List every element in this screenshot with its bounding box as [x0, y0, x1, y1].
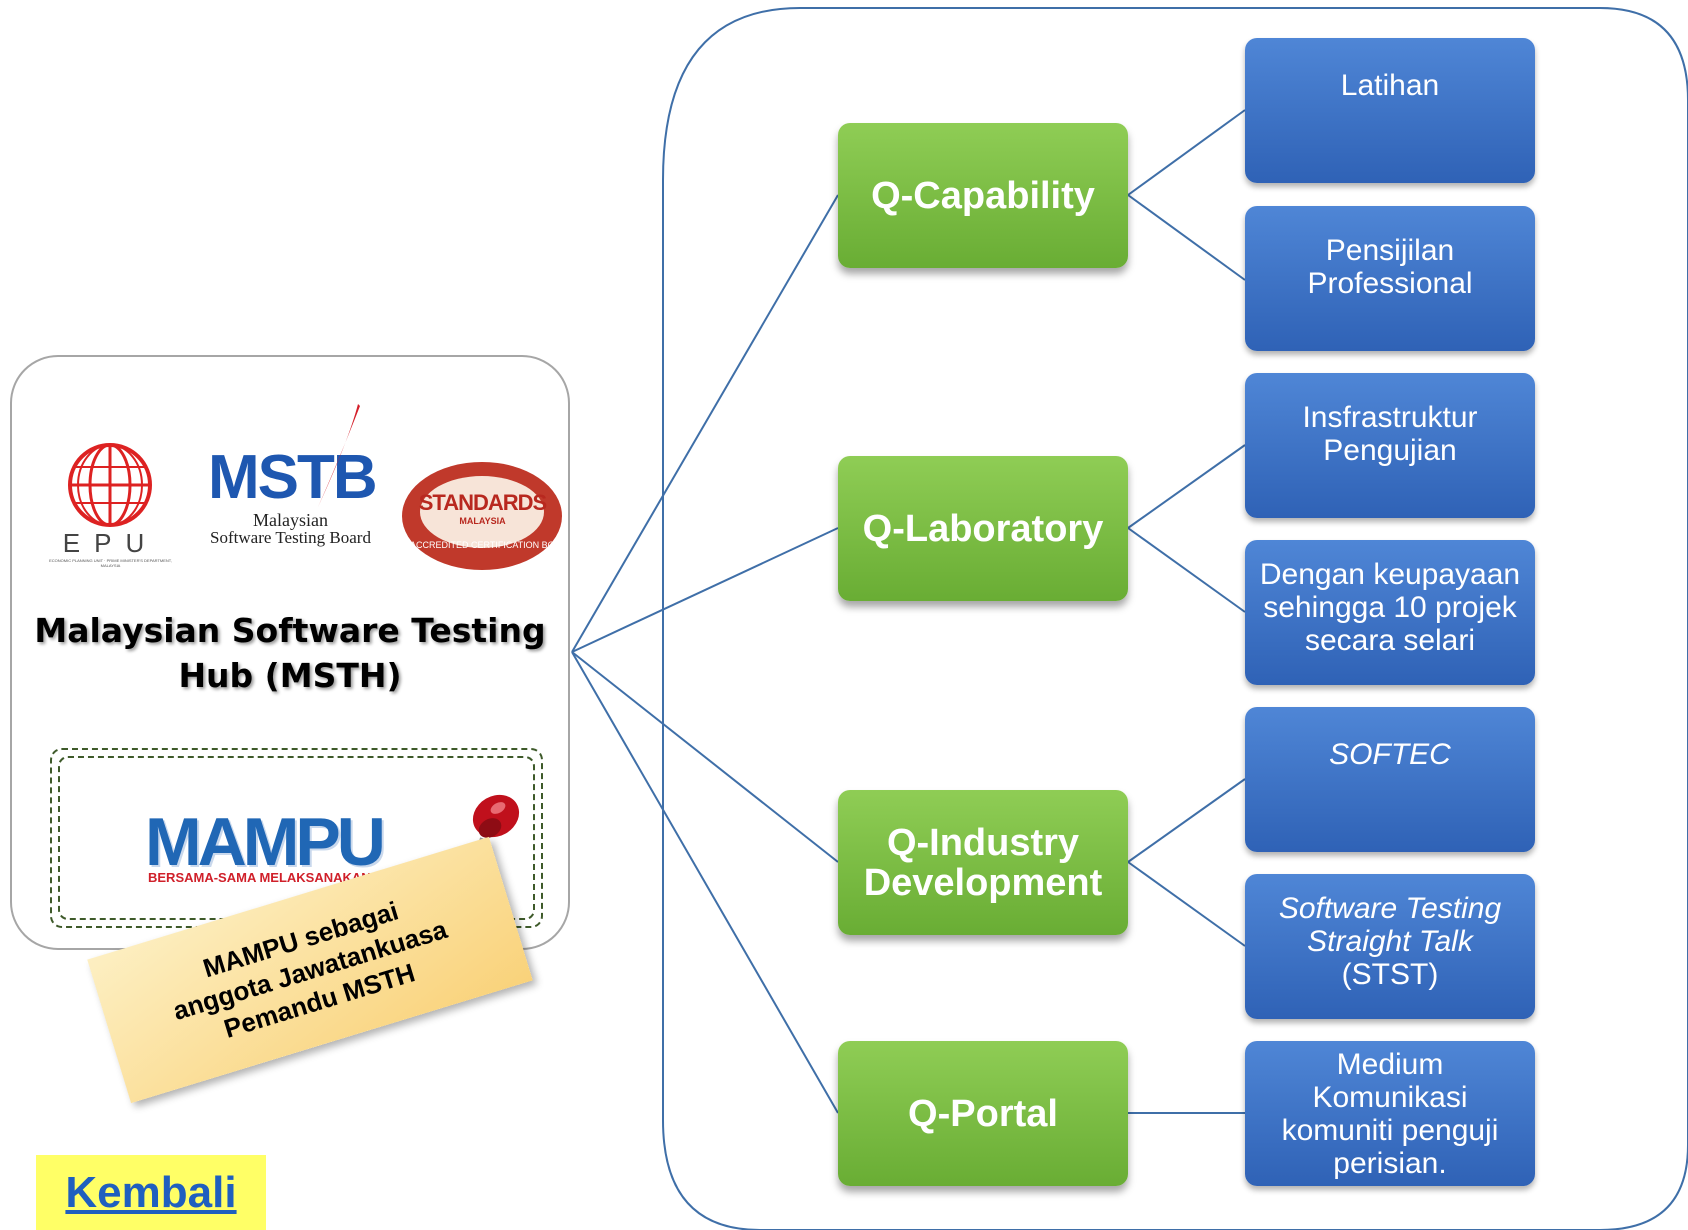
detail-pensijilan: Pensijilan Professional	[1245, 206, 1535, 351]
mstb-line1: Malaysian	[253, 510, 328, 530]
detail-softec-text: SOFTEC	[1329, 738, 1451, 771]
connector-industry-softec	[1127, 778, 1246, 863]
detail-keupayaan: Dengan keupayaan sehingga 10 projek seca…	[1245, 540, 1535, 685]
detail-latihan: Latihan	[1245, 38, 1535, 183]
detail-pensijilan-text: Pensijilan Professional	[1307, 233, 1473, 300]
detail-infrastruktur-text: Insfrastruktur Pengujian	[1302, 400, 1478, 467]
mampu-logo-text: MAMPU	[145, 804, 386, 880]
detail-keupayaan-text: Dengan keupayaan sehingga 10 projek seca…	[1259, 558, 1521, 657]
connector-laboratory-infrastruktur	[1127, 444, 1246, 529]
connector-laboratory-keupayaan	[1127, 527, 1246, 613]
mstb-line2: Software Testing Board	[210, 528, 371, 547]
detail-softec: SOFTEC	[1245, 707, 1535, 852]
epu-logo: EPU ECONOMIC PLANNING UNIT · PRIME MINIS…	[48, 440, 173, 570]
epu-globe-icon	[68, 443, 152, 527]
detail-stst-plain: (STST)	[1341, 958, 1439, 991]
epu-logo-text: EPU	[62, 528, 159, 558]
standards-logo-sub: MALAYSIA	[459, 516, 506, 526]
connector-hub-industry	[571, 651, 839, 863]
mstb-swoosh-icon	[318, 404, 360, 507]
mstb-logo-text: MSTB	[208, 443, 378, 512]
epu-logo-subtext: ECONOMIC PLANNING UNIT · PRIME MINISTER'…	[49, 558, 172, 568]
detail-infrastruktur: Insfrastruktur Pengujian	[1245, 373, 1535, 518]
standards-oval-icon	[402, 462, 562, 570]
detail-medium-text: Medium Komunikasi komuniti penguji peris…	[1281, 1047, 1499, 1180]
detail-stst-italic: Software Testing Straight Talk	[1278, 892, 1502, 958]
connector-capability-pensijilan	[1127, 194, 1246, 281]
standards-logo-text: STANDARDS	[418, 490, 547, 515]
detail-latihan-text: Latihan	[1340, 69, 1440, 102]
connector-capability-latihan	[1127, 109, 1246, 196]
mampu-logo: MAMPU BERSAMA-SAMA MELAKSANAKAN P	[145, 808, 505, 888]
standards-logo: STANDARDS MALAYSIA ACCREDITED CERTIFICAT…	[400, 460, 568, 572]
pillar-q-industry-development: Q-Industry Development	[838, 790, 1128, 935]
connector-hub-capability	[571, 194, 839, 653]
detail-stst-content: Software Testing Straight Talk (STST)	[1260, 892, 1520, 991]
pillar-q-laboratory: Q-Laboratory	[838, 456, 1128, 601]
standards-logo-ring: ACCREDITED CERTIFICATION BODY	[410, 540, 568, 550]
connector-hub-portal	[571, 651, 839, 1114]
mampu-tagline: BERSAMA-SAMA MELAKSANAKAN P	[148, 870, 383, 885]
detail-medium: Medium Komunikasi komuniti penguji peris…	[1245, 1041, 1535, 1186]
hub-title: Malaysian Software Testing Hub (MSTH)	[34, 611, 546, 695]
connector-hub-laboratory	[571, 527, 839, 653]
back-link[interactable]: Kembali	[36, 1155, 266, 1230]
pillar-q-capability: Q-Capability	[838, 123, 1128, 268]
connector-industry-stst	[1127, 861, 1246, 947]
detail-stst: Software Testing Straight Talk (STST)	[1245, 874, 1535, 1019]
pillar-q-portal: Q-Portal	[838, 1041, 1128, 1186]
mstb-logo: MSTB Malaysian Software Testing Board	[198, 402, 383, 552]
